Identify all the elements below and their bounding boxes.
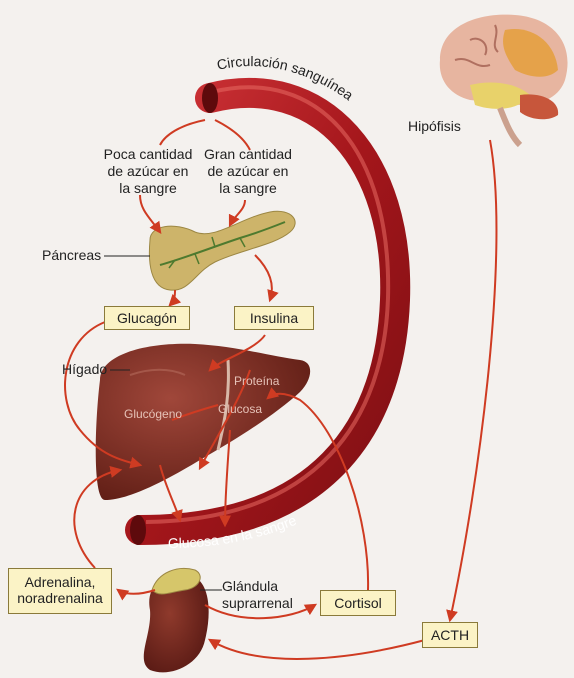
adrenal-line-2: suprarrenal	[222, 595, 302, 612]
liver-label: Hígado	[62, 361, 107, 377]
high-sugar-line-3: la sangre	[200, 180, 296, 197]
liver-illustration	[96, 344, 310, 500]
arrow-pancreas-to-glucagon	[170, 290, 175, 305]
glucagon-box: Glucagón	[104, 306, 190, 330]
adrenal-line-1: Glándula	[222, 578, 302, 595]
vessel-bottom-opening	[130, 515, 146, 545]
insulin-box: Insulina	[234, 306, 314, 330]
low-sugar-line-1: Poca cantidad	[100, 146, 196, 163]
high-sugar-line-2: de azúcar en	[200, 163, 296, 180]
low-sugar-line-2: de azúcar en	[100, 163, 196, 180]
low-sugar-line-3: la sangre	[100, 180, 196, 197]
adrenaline-box: Adrenalina, noradrenalina	[8, 568, 112, 614]
arrow-vessel-to-low-sugar	[160, 120, 205, 145]
pancreas-label: Páncreas	[42, 247, 101, 263]
arrow-pituitary-to-acth	[450, 140, 496, 620]
cortisol-box: Cortisol	[320, 590, 396, 616]
arrow-low-sugar-to-pancreas	[140, 195, 160, 232]
high-sugar-label: Gran cantidad de azúcar en la sangre	[200, 146, 296, 196]
high-sugar-line-1: Gran cantidad	[200, 146, 296, 163]
protein-label: Proteína	[234, 374, 280, 388]
arrow-pancreas-to-insulin	[255, 255, 272, 300]
arrow-adrenal-to-adrenaline	[118, 590, 155, 594]
pituitary-label: Hipófisis	[408, 118, 461, 134]
adrenal-gland-illustration	[144, 568, 209, 672]
vessel-top-opening	[202, 83, 218, 113]
adrenaline-line-2: noradrenalina	[9, 590, 111, 606]
acth-box: ACTH	[422, 622, 478, 648]
glucose-label: Glucosa	[218, 402, 262, 416]
adrenal-gland-label: Glándula suprarrenal	[222, 578, 302, 612]
adrenaline-line-1: Adrenalina,	[9, 574, 111, 590]
pancreas-illustration	[149, 211, 295, 290]
low-sugar-label: Poca cantidad de azúcar en la sangre	[100, 146, 196, 196]
glycogen-label: Glucógeno	[124, 407, 182, 421]
arrow-acth-to-adrenal	[210, 640, 425, 659]
